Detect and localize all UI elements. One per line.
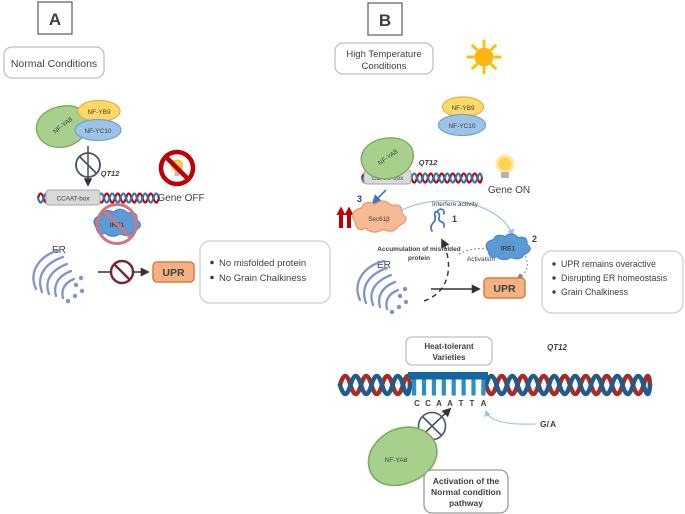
seq-letter: T [470,399,475,408]
outcome-b-3: Grain Chalkiness [561,287,629,297]
nf-yc10-protein-b [437,113,487,137]
big-helix-right-blue [483,373,653,397]
snp-alt-label: A [550,419,556,429]
activation-label: Activation [467,256,496,263]
gene-name-a: QT12 [101,169,121,178]
pathway-box: Activation of the Normal condition pathw… [423,469,509,514]
high-temp-line1: High Temperature [346,49,421,60]
panel-a: A Normal Conditions NF-YA8 NF-YB9 NF-YC1… [3,1,331,305]
panel-a-label: A [49,10,61,29]
upr-box-b [483,277,526,299]
sun-icon [466,39,502,75]
panel-a-label-box [37,1,73,35]
gene-name-b: QT12 [419,158,439,167]
bullet-dot [552,276,556,280]
panel-b-label: B [379,11,391,30]
seq-letter: A [447,399,453,408]
gene-off-label: Gene OFF [157,193,204,204]
upr-box-a [152,261,195,283]
panel-b-label-box [367,2,403,36]
ire1-label-b: IRE1 [501,246,516,253]
outcome-a-1: No misfolded protein [219,258,306,269]
ccaat-box-a-label: CCAAT-box [57,196,91,203]
gene-off-sign [158,149,196,187]
high-temp-line2: Conditions [362,61,407,72]
er-label-b: ER [377,260,391,271]
gene-on-label: Gene ON [488,185,530,196]
heat-tolerant-varieties-box [405,336,493,366]
er-structure-a [32,248,86,305]
step-2-label: 2 [532,234,537,244]
pathway-line3: pathway [449,498,483,508]
accumulation-line1: Accumulation of misfolded [377,246,460,253]
activation-dotted-line [458,247,488,255]
gene-name-bottom: QT12 [547,343,568,352]
seq-letter: T [459,399,464,408]
blocked-upr-sign [109,259,135,285]
accumulation-line2: protein [408,255,430,262]
nf-yc10-label-b: NF-YC10 [448,123,475,130]
ccaat-box-a [45,189,101,206]
upr-label-b: UPR [493,283,516,295]
nf-yc10-protein [74,118,122,142]
snp-callout-curve [484,409,537,425]
ire1-blocked-sign: IRE1 [93,203,141,245]
step-3-label: 3 [357,194,362,204]
seq-letter: C [425,399,431,408]
outcome-list-a: No misfolded protein No Grain Chalkiness [199,240,331,304]
varieties-line2: Varieties [433,353,466,362]
bulb-base-on [501,172,509,178]
normal-conditions-box [3,46,105,79]
outcome-b-2: Disrupting ER homeostasis [561,273,668,283]
unwound-promoter-region [408,372,488,396]
snp-annotation: G/ A [540,419,556,429]
normal-conditions-label: Normal Conditions [11,58,97,70]
er-structure-b [356,259,410,316]
seq-letter-snp: A [481,399,487,408]
outcome-a-2: No Grain Chalkiness [219,273,306,284]
upr-label-a: UPR [162,267,185,279]
misfolded-protein-squiggle [430,208,445,232]
accumulation-dashed-arrow [423,238,450,302]
bullet-dot [552,290,556,294]
gene-to-sec61b-arrow [371,189,387,205]
sec61b-label: Sec61β [368,216,390,223]
panel-b: B High Temperature Conditions NF-YB9 NF-… [334,2,684,316]
bulb-base-off [174,171,180,176]
pathway-line2: Normal condition [431,487,501,497]
bullet-dot [210,260,214,265]
outcome-b-1: UPR remains overactive [561,259,656,269]
bullet-dot [552,262,556,266]
big-helix-left-blue [337,373,413,397]
interfere-activity-label: Interfere activity [432,201,479,208]
nf-yc10-label: NF-YC10 [84,128,111,135]
bottom-section: Heat-tolerant Varieties QT12 C C A A [337,336,653,514]
seq-letter: A [436,399,442,408]
nf-yb9-label-b: NF-YB9 [451,105,475,112]
step-1-label: 1 [452,214,457,224]
interfere-activity-arc [399,200,514,237]
nf-yb9-label: NF-YB9 [87,109,111,116]
varieties-line1: Heat-tolerant [424,342,474,351]
bullet-dot [210,275,214,280]
snp-ref-label: G/ [540,419,550,429]
gene-on-bulb [495,154,515,178]
blocked-binding-sign [75,152,101,178]
promoter-sequence: C C A A T T A [414,399,487,408]
upregulation-arrows-icon [336,206,354,228]
seq-letter: C [414,399,420,408]
outcome-list-b: UPR remains overactive Disrupting ER hom… [541,250,684,314]
nf-ya8-label-bottom: NF-YA8 [385,457,408,464]
pathway-line1: Activation of the [433,476,500,486]
high-temperature-box [334,42,434,75]
